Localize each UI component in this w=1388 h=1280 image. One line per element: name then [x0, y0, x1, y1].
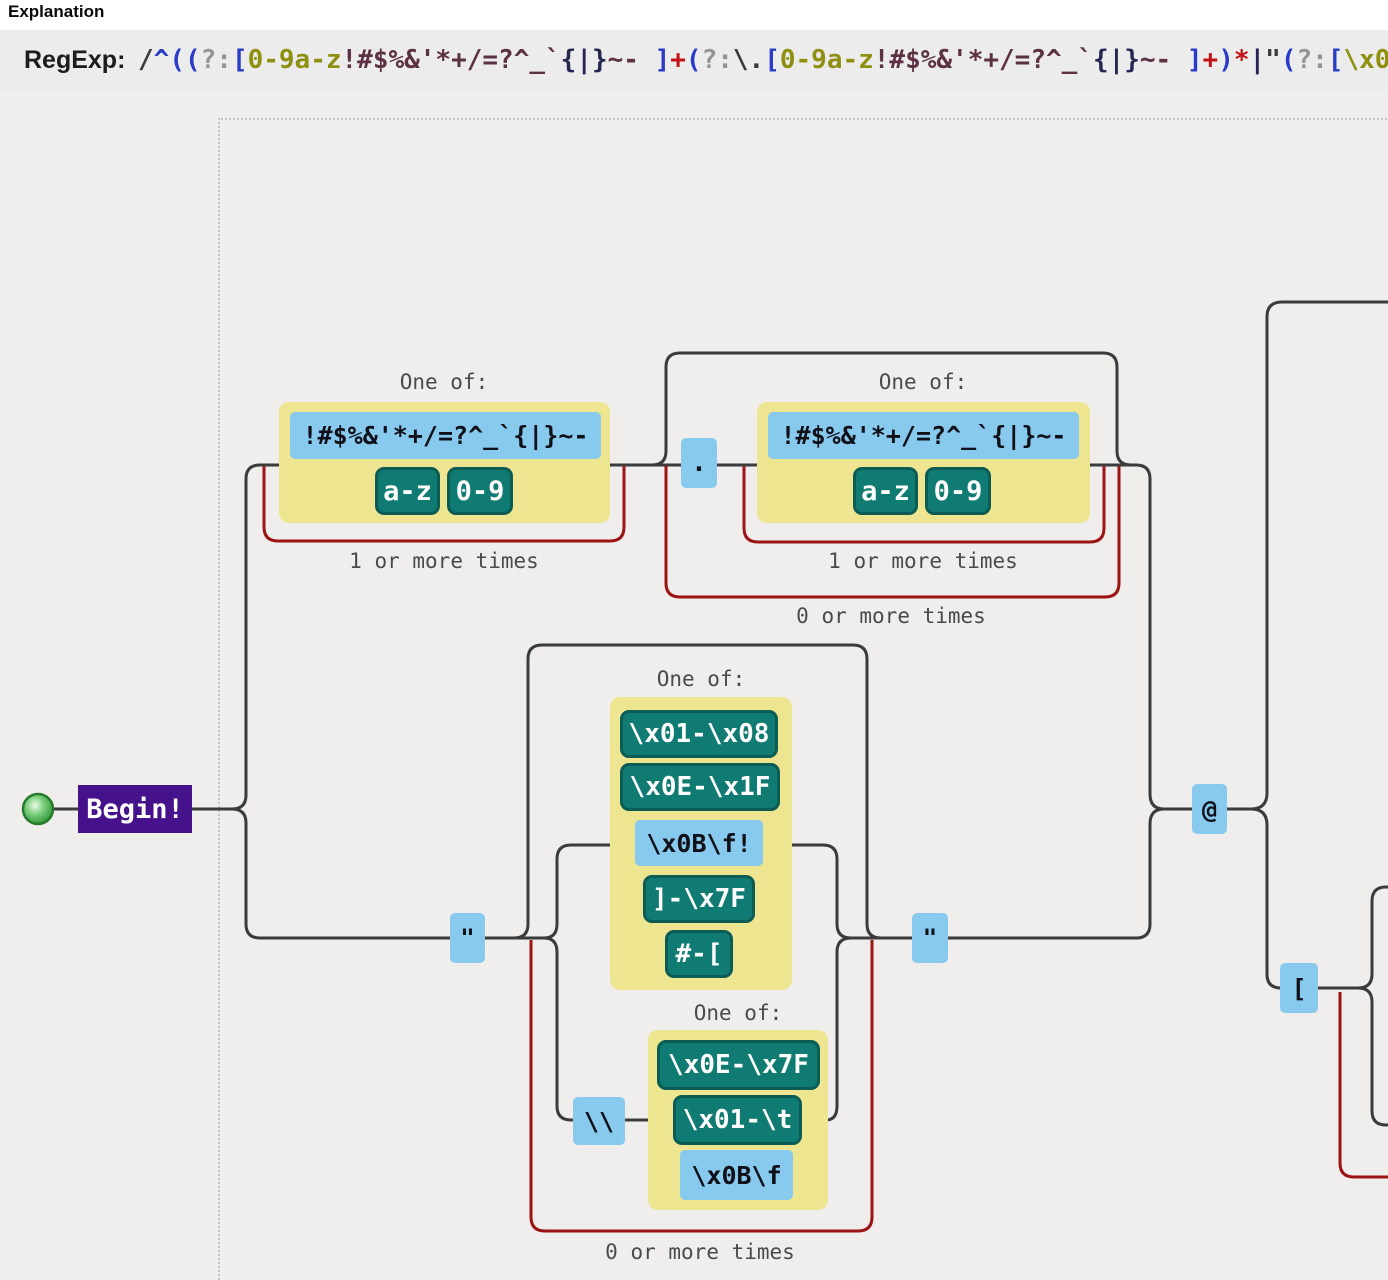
begin-node: Begin!	[78, 785, 192, 833]
loop-label-zero-or-more: 0 or more times	[605, 1240, 795, 1264]
regexp-token: \x01-\	[1343, 45, 1388, 75]
range-box-a-z-2: a-z	[853, 467, 918, 515]
regexp-token: ]	[1186, 45, 1203, 75]
range-box-hash-lbracket: #-[	[665, 930, 733, 978]
literal-box-close-quote: "	[912, 913, 948, 963]
literal-box-open-quote: "	[450, 913, 485, 963]
regexp-token: \.	[732, 45, 765, 75]
regexp-token: 0-9a-z	[247, 45, 342, 75]
regexp-token: !#$%&'*+/=?^_	[341, 45, 546, 75]
page-title: Explanation	[8, 2, 105, 21]
regexp-token: (	[685, 45, 702, 75]
regexp-token: !#$%&'*+/=?^_	[873, 45, 1078, 75]
loop-label-one-or-more: 1 or more times	[349, 549, 539, 573]
regexp-token: ((	[169, 45, 201, 75]
regexp-token: +	[670, 45, 686, 75]
range-box-x0E-x1F: \x0E-\x1F	[620, 763, 780, 811]
range-box-x01-tab: \x01-\t	[673, 1095, 802, 1145]
range-box-0-9: 0-9	[447, 467, 513, 515]
literal-box-symbols: !#$%&'*+/=?^_`{|}~-	[290, 412, 601, 459]
regexp-token: +	[1202, 45, 1219, 75]
regexp-token: {|}	[1092, 45, 1140, 75]
regexp-token: *	[1233, 45, 1250, 75]
range-box-rbracket-x7F: ]-\x7F	[643, 875, 755, 923]
one-of-label: One of:	[878, 370, 968, 394]
regexp-token: ]	[654, 45, 671, 75]
regexp-token: )	[1218, 45, 1234, 75]
regexp-token: |	[1249, 45, 1266, 75]
regexp-token: `	[545, 45, 561, 75]
regexp-token: [	[764, 45, 780, 75]
range-box-x01-x08: \x01-\x08	[620, 710, 778, 758]
regexp-token	[1171, 45, 1187, 75]
regexp-token: 0-9a-z	[779, 45, 874, 75]
literal-box-symbols-2: !#$%&'*+/=?^_`{|}~-	[768, 412, 1079, 459]
one-of-label: One of:	[693, 1001, 783, 1025]
start-circle-icon	[21, 792, 55, 826]
header-bar: Explanation	[0, 0, 1388, 30]
regexp-token: ^	[153, 45, 170, 75]
range-box-x0E-x7F: \x0E-\x7F	[657, 1040, 820, 1090]
regexp-token: ?:	[200, 45, 232, 75]
regexp-token: `	[1077, 45, 1093, 75]
range-box-0-9-2: 0-9	[925, 467, 991, 515]
regexp-label: RegExp:	[24, 46, 126, 74]
literal-box-x0B-f-bang: \x0B\f!	[635, 820, 763, 866]
literal-box-x0B-f: \x0B\f	[680, 1150, 793, 1200]
regexp-token: ?:	[701, 45, 733, 75]
range-box-a-z: a-z	[375, 467, 440, 515]
literal-box-dot: .	[681, 438, 717, 488]
literal-box-left-bracket: [	[1280, 963, 1318, 1013]
loop-label-zero-or-more: 0 or more times	[796, 604, 986, 628]
regexp-token: /	[138, 45, 154, 75]
regexp-token: [	[231, 45, 248, 75]
diagram-dotted-frame	[218, 118, 1388, 1280]
loop-label-one-or-more: 1 or more times	[828, 549, 1018, 573]
regexp-token: ~-	[607, 45, 639, 75]
literal-box-backslash: \\	[573, 1097, 625, 1145]
literal-box-at: @	[1192, 784, 1227, 834]
regexp-token	[639, 45, 655, 75]
one-of-label: One of:	[656, 667, 746, 691]
regexp-token: ~-	[1139, 45, 1172, 75]
one-of-label: One of:	[399, 370, 489, 394]
regexp-token: "	[1265, 45, 1281, 75]
regexp-token: {|}	[560, 45, 608, 75]
regexp-bar: RegExp: /^((?:[0-9a-z!#$%&'*+/=?^_`{|}~-…	[0, 30, 1388, 92]
regexp-token: (	[1280, 45, 1297, 75]
regexp-token: [	[1327, 45, 1344, 75]
regexp-pattern: /^((?:[0-9a-z!#$%&'*+/=?^_`{|}~- ]+(?:\.…	[138, 45, 1388, 75]
regexp-token: ?:	[1296, 45, 1328, 75]
